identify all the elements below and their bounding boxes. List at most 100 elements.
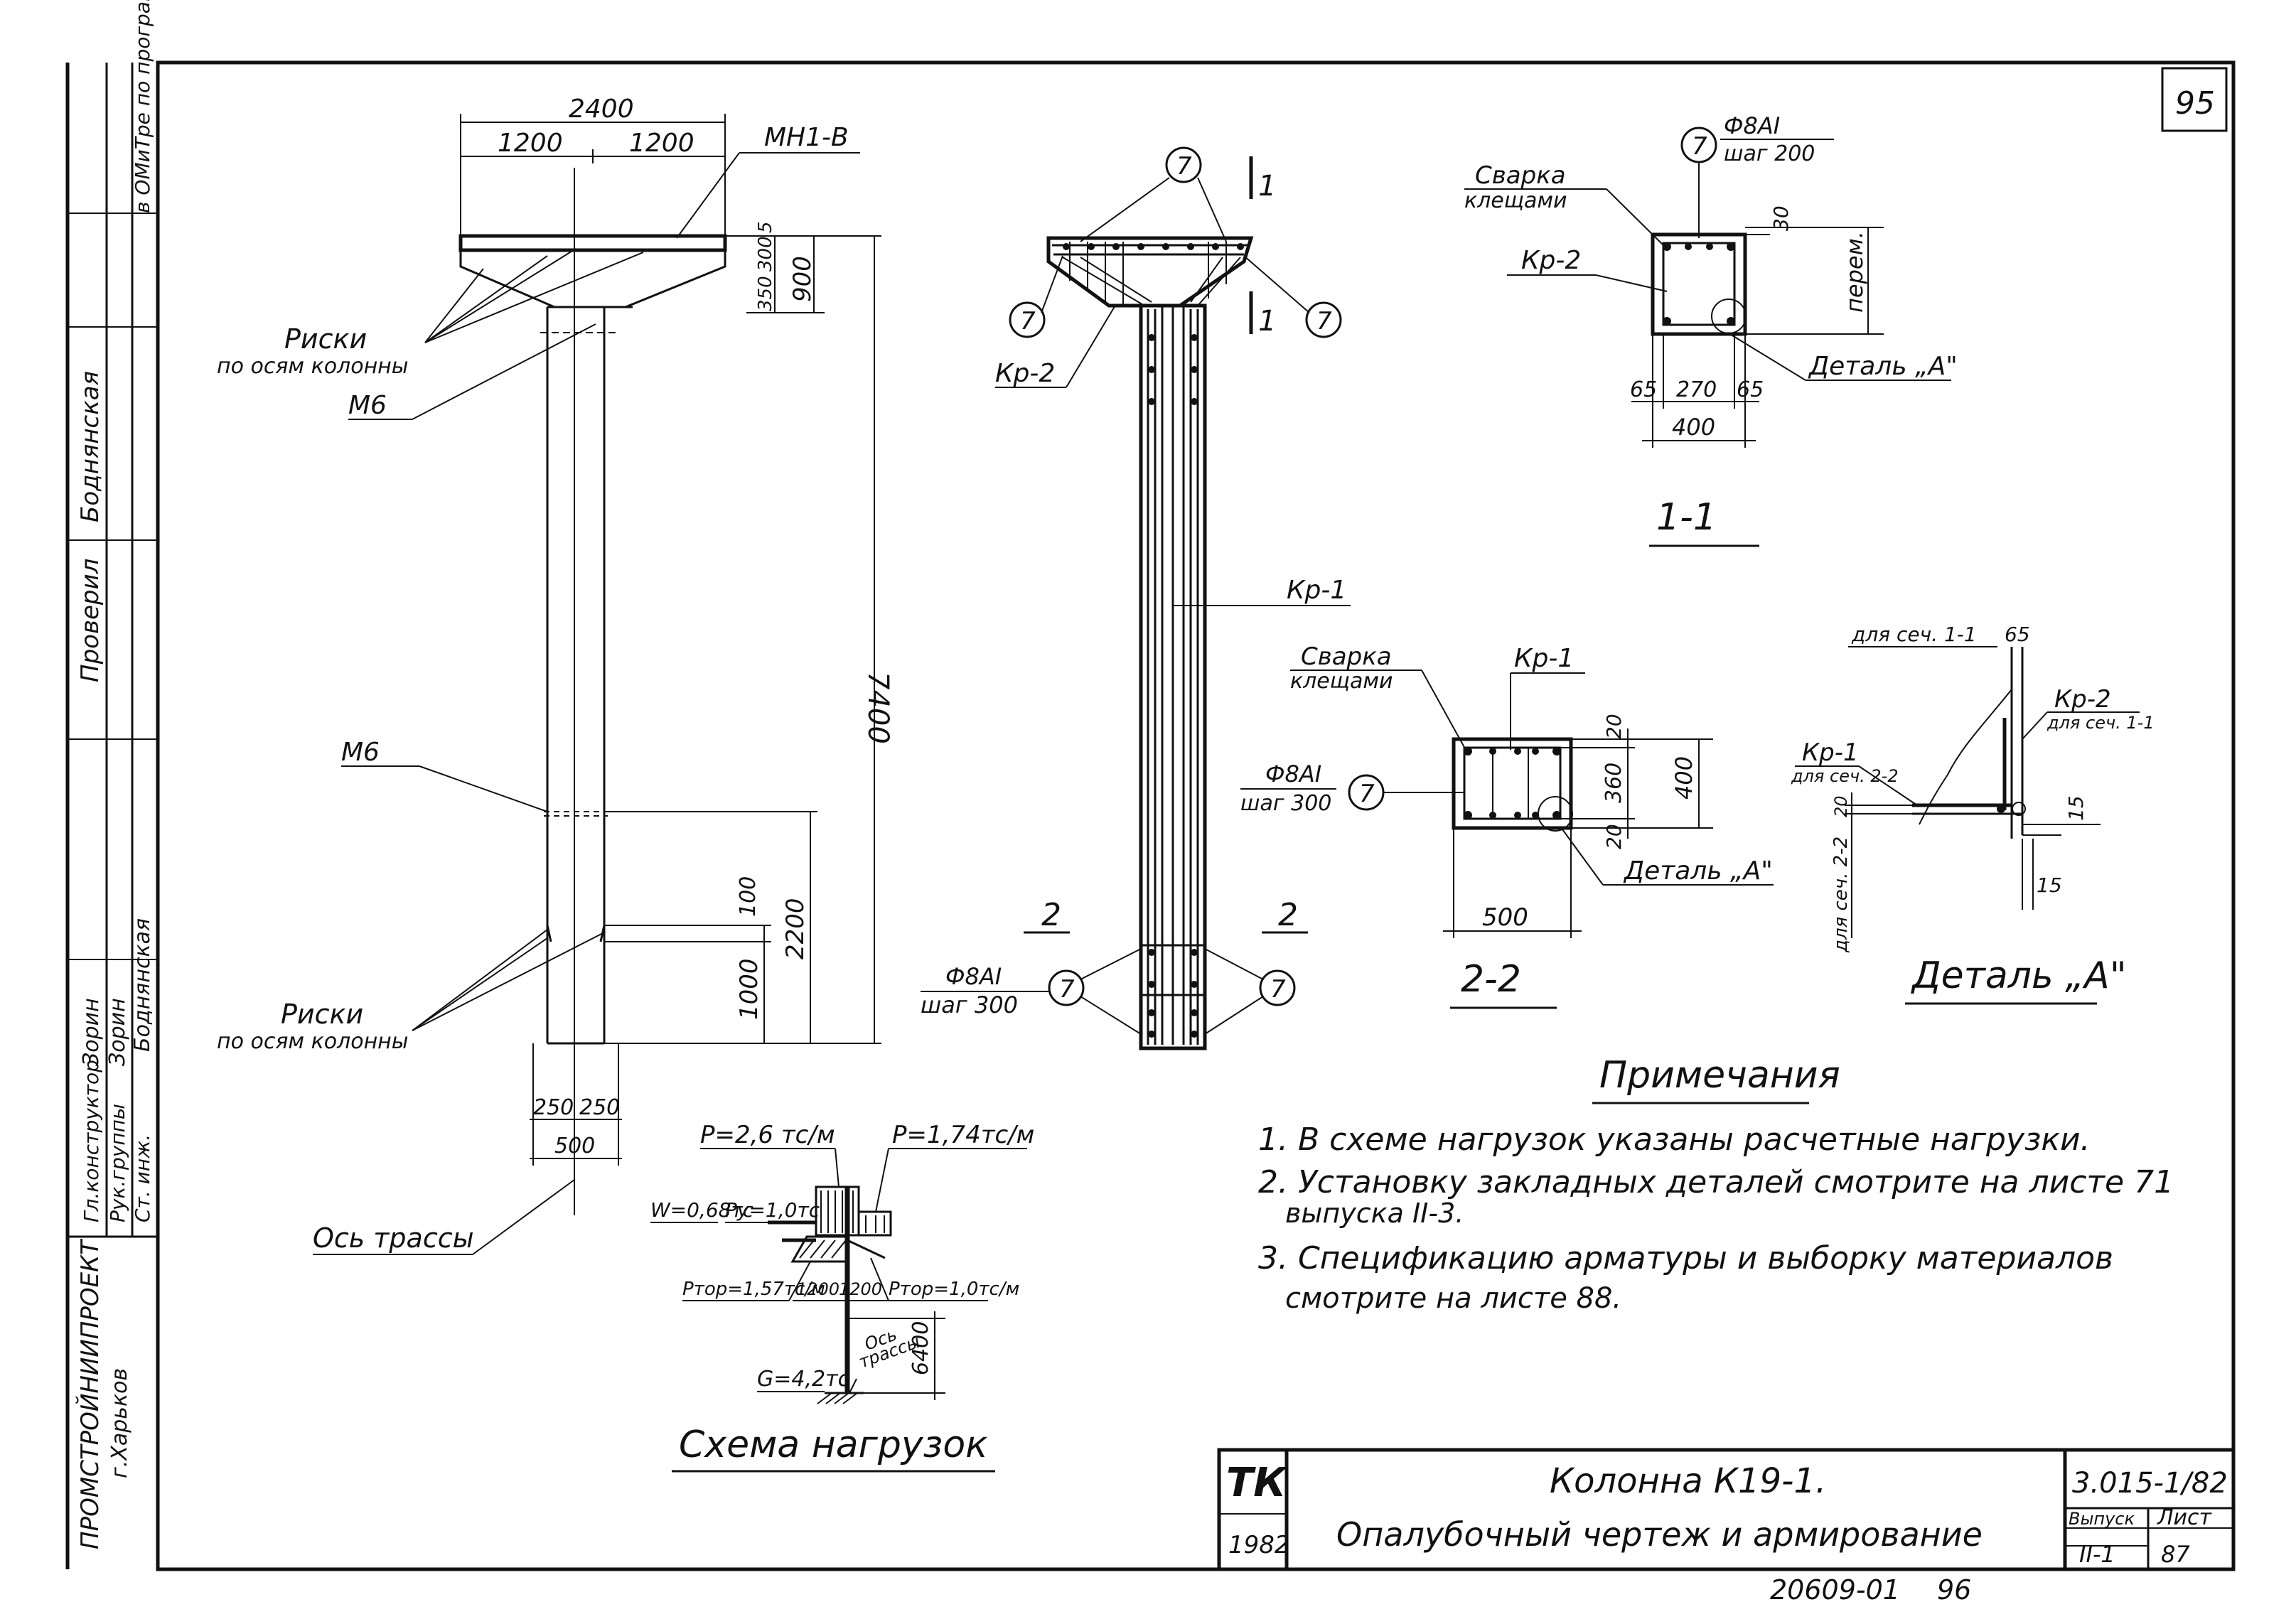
- dim-1200-left: 1200: [498, 129, 563, 158]
- tb-sheet-label: Лист: [2157, 1505, 2213, 1530]
- sec11-detail: Деталь „А": [1808, 352, 1958, 381]
- mark-7-right: 7: [1316, 307, 1332, 335]
- bottom-code: 20609-01: [1770, 1574, 1900, 1606]
- dim-250-right: 250: [579, 1095, 620, 1120]
- sec22-mark-7: 7: [1359, 780, 1375, 808]
- detail-dim-15a: 15: [2064, 795, 2088, 821]
- detail-kp2: Кр-2: [2054, 685, 2111, 714]
- notes: Примечания 1. В схеме нагрузок указаны р…: [1258, 1054, 2174, 1315]
- sec11-dim-400: 400: [1672, 414, 1715, 441]
- sec22-dim-400: 400: [1670, 756, 1697, 800]
- cut-1-bottom: 1: [1258, 305, 1276, 338]
- sec22-dim-360: 360: [1602, 763, 1626, 803]
- sec11-dim-65a: 65: [1630, 377, 1657, 402]
- notes-title: Примечания: [1599, 1054, 1840, 1097]
- load-w: W=0,68тс: [650, 1198, 754, 1222]
- sec11-weld: Сварка: [1475, 161, 1566, 190]
- dim-250-left: 250: [533, 1095, 574, 1120]
- label-m6-top: М6: [348, 391, 387, 420]
- sec22-rebar-step: шаг 300: [1240, 791, 1331, 816]
- sec11-mark-7: 7: [1692, 132, 1707, 161]
- section-1-1: 7 Ф8АI шаг 200 Сварка клещами Кр-2 30 пе…: [1464, 112, 1958, 547]
- dim-350: 350: [755, 276, 776, 311]
- load-1200b: 1200: [839, 1279, 882, 1299]
- sec22-detail: Деталь „А": [1623, 856, 1773, 886]
- rebar-step-center: шаг 300: [921, 991, 1018, 1018]
- note-3: 3. Спецификацию арматуры и выборку матер…: [1258, 1240, 2113, 1276]
- dim-5: 5: [755, 221, 776, 233]
- sheet-frame: 95: [156, 60, 2236, 1571]
- sec22-weld-b: клещами: [1290, 669, 1393, 694]
- side-stamp: в ОМиТре по программе АВС Проверил Бодня…: [65, 0, 158, 1569]
- note-3b: смотрите на листе 88.: [1285, 1282, 1621, 1315]
- sec11-weld-b: клещами: [1464, 188, 1567, 213]
- sec11-dim-65b: 65: [1737, 377, 1764, 402]
- stamp-role-2: Рук.группы: [106, 1104, 129, 1222]
- dim-1000: 1000: [735, 958, 763, 1020]
- sec11-dim-270: 270: [1676, 377, 1717, 402]
- load-6400: 6400: [908, 1321, 933, 1375]
- note-1: 1. В схеме нагрузок указаны расчетные на…: [1258, 1122, 2091, 1158]
- rebar-dots-top: [1063, 243, 1244, 1038]
- stamp-role-check: Проверил: [76, 559, 104, 682]
- sec11-rebar-step: шаг 200: [1724, 141, 1815, 166]
- stamp-name-1: Боднянская: [76, 371, 104, 522]
- stamp-name-2: Зорин: [79, 998, 104, 1066]
- cut-2-right: 2: [1278, 897, 1298, 933]
- detail-kp2-b: для сеч. 1-1: [2046, 713, 2155, 733]
- title-block: ТК 1982 Колонна К19-1. Опалубочный черте…: [1217, 1448, 2236, 1571]
- stamp-city: г.Харьков: [107, 1368, 132, 1478]
- sec22-weld: Сварка: [1301, 642, 1392, 671]
- bottom-page: 96: [1937, 1574, 1971, 1606]
- note-2b: выпуска II-3.: [1285, 1198, 1464, 1229]
- cut-2-left: 2: [1041, 897, 1061, 933]
- section-2-2: Сварка клещами Кр-1 20 360 20 400 Ф8АI ш…: [1240, 642, 1774, 1009]
- sec22-kp1: Кр-1: [1514, 644, 1574, 673]
- label-riski-bottom: Риски: [281, 999, 363, 1030]
- rebar-f8ai-center: Ф8АI: [945, 963, 1002, 990]
- detail-dim-15b: 15: [2037, 873, 2062, 897]
- load-title: Схема нагрузок: [679, 1424, 988, 1466]
- load-p2: P=1,74тс/м: [892, 1121, 1034, 1149]
- detail-dim-20: 20: [1831, 795, 1851, 817]
- label-riski-bottom-b: по осям колонны: [217, 1029, 409, 1054]
- sec11-kp2: Кр-2: [1521, 246, 1581, 275]
- label-riski-top: Риски: [284, 323, 367, 355]
- stamp-note: в ОМиТре по программе АВС: [131, 0, 154, 213]
- tb-subtitle: Опалубочный чертеж и армирование: [1336, 1515, 1983, 1554]
- detail-for-sec1: для сеч. 1-1: [1851, 623, 1977, 646]
- label-m6-mid: М6: [341, 738, 380, 767]
- dim-2400: 2400: [569, 95, 634, 124]
- tb-issue-value: II-1: [2079, 1541, 2115, 1568]
- detail-kp1: Кр-1: [1802, 738, 1859, 767]
- dim-7400: 7400: [862, 672, 894, 744]
- load-ptor2: Pтор=1,0тс/м: [889, 1279, 1019, 1300]
- mark-7-left: 7: [1020, 307, 1036, 335]
- load-p1: P=2,6 тс/м: [700, 1121, 835, 1149]
- tb-issue-label: Выпуск: [2069, 1509, 2135, 1529]
- sec11-rebar: Ф8АI: [1724, 112, 1780, 139]
- detail-a: для сеч. 1-1 65 15 15 Кр-2 для сеч. 1-1 …: [1791, 623, 2155, 1005]
- sec22-title: 2-2: [1461, 958, 1521, 1001]
- dim-2200: 2200: [781, 898, 810, 959]
- detail-kp1-b: для сеч. 2-2: [1791, 766, 1899, 786]
- load-scheme: P=2,6 тс/м P=1,74тс/м W=0,68тс Py=1,0тс …: [650, 1121, 1034, 1473]
- column-elevation: 2400 1200 1200 МН1-В 5 300 350 900 7400 …: [217, 95, 894, 1255]
- label-kp1-center: Кр-1: [1287, 576, 1346, 605]
- sec22-rebar: Ф8АI: [1265, 760, 1321, 787]
- reinforcement-view: 7 7 7 1 1 Кр-2 Кр-1 2 2 7 7 Ф8АI: [921, 146, 1351, 1050]
- dim-900: 900: [788, 256, 817, 302]
- load-ptor1: Pтор=1,57тс/м: [682, 1279, 825, 1300]
- label-riski-top-b: по осям колонны: [217, 354, 409, 379]
- stamp-name-4: Боднянская: [130, 918, 155, 1052]
- label-kp2-center: Кр-2: [995, 359, 1055, 388]
- dim-300: 300: [755, 236, 776, 271]
- tb-series: 3.015-1/82: [2072, 1467, 2228, 1500]
- note-2: 2. Установку закладных деталей смотрите …: [1258, 1164, 2174, 1200]
- dim-500-elev: 500: [554, 1134, 595, 1158]
- detail-title: Деталь „А": [1911, 954, 2127, 997]
- label-mn1-v: МН1-В: [764, 123, 849, 152]
- stamp-institute: ПРОМСТРОЙНИИПРОЕКТ: [75, 1239, 104, 1549]
- cut-1-top: 1: [1258, 170, 1276, 203]
